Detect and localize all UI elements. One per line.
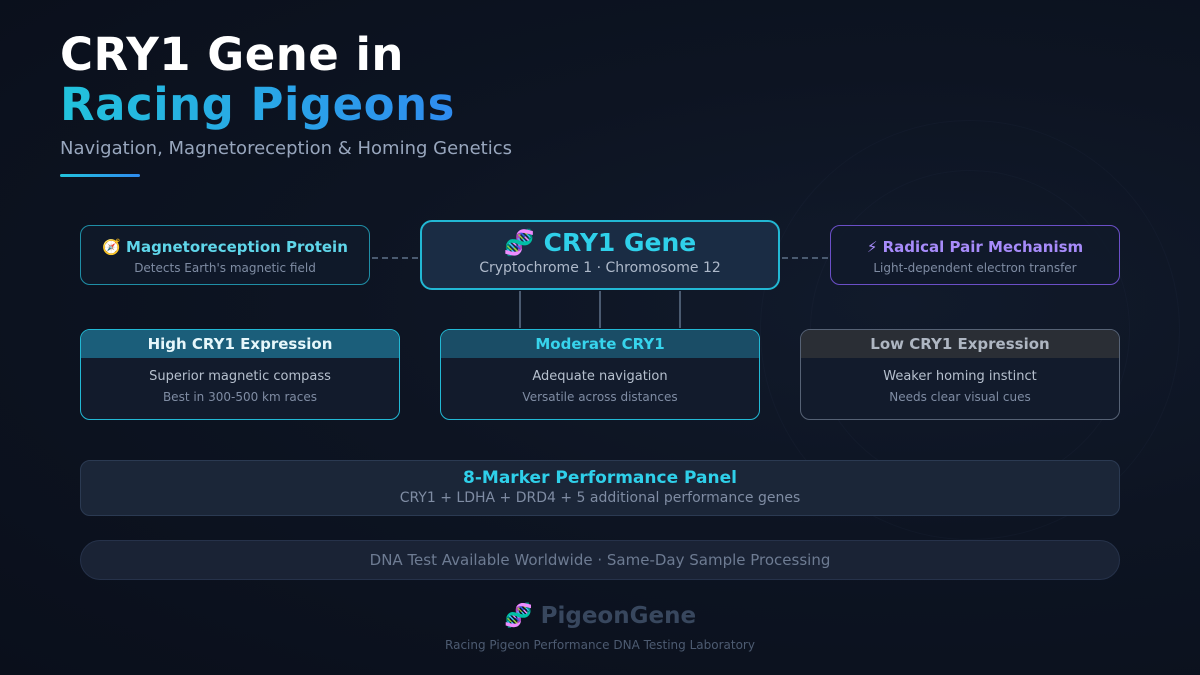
connector-line [519,291,521,328]
card-primary-text: Adequate navigation [532,369,668,384]
magnetoreception-protein-node: 🧭 Magnetoreception Protein Detects Earth… [80,225,370,285]
card-secondary-text: Needs clear visual cues [889,390,1031,404]
title-underline [60,174,140,177]
low-expression-card: Low CRY1 Expression Weaker homing instin… [800,329,1120,420]
node-description: Detects Earth's magnetic field [134,261,316,275]
page-subtitle: Navigation, Magnetoreception & Homing Ge… [60,138,512,159]
card-secondary-text: Versatile across distances [522,390,678,404]
magnetoreception-protein-title: 🧭 Magnetoreception Protein [81,238,369,256]
page-title-line2: Racing Pigeons [60,78,455,131]
node-label: CRY1 Gene [543,228,697,257]
node-label: Magnetoreception Protein [126,238,348,256]
compass-icon: 🧭 [102,238,121,256]
card-header: Moderate CRY1 [441,330,759,358]
performance-panel: 8-Marker Performance Panel CRY1 + LDHA +… [80,460,1120,516]
card-header: High CRY1 Expression [81,330,399,358]
dna-icon: 🧬 [503,603,533,629]
lightning-icon: ⚡ [866,238,878,256]
cry1-gene-title: 🧬 CRY1 Gene [422,228,778,258]
card-header: Low CRY1 Expression [801,330,1119,358]
panel-description: CRY1 + LDHA + DRD4 + 5 additional perfor… [399,490,801,506]
brand-tagline: Racing Pigeon Performance DNA Testing La… [445,638,755,652]
panel-title: 8-Marker Performance Panel [463,468,737,488]
radical-pair-mechanism-node: ⚡ Radical Pair Mechanism Light-dependent… [830,225,1120,285]
card-primary-text: Weaker homing instinct [883,369,1037,384]
cry1-gene-node: 🧬 CRY1 Gene Cryptochrome 1 · Chromosome … [420,220,780,290]
brand-logo: 🧬 PigeonGene [0,602,1200,629]
dna-icon: 🧬 [503,228,535,257]
card-secondary-text: Best in 300-500 km races [162,390,318,404]
availability-banner: DNA Test Available Worldwide · Same-Day … [80,540,1120,580]
connector-line [679,291,681,328]
connector-line [599,291,601,328]
brand-name: PigeonGene [540,603,697,629]
radical-pair-mechanism-title: ⚡ Radical Pair Mechanism [831,238,1119,256]
card-primary-text: Superior magnetic compass [149,369,331,384]
page-title-line1: CRY1 Gene in [60,28,404,81]
connector-dashed-right [782,257,828,259]
moderate-expression-card: Moderate CRY1 Adequate navigation Versat… [440,329,760,420]
node-description: Light-dependent electron transfer [873,261,1077,275]
connector-dashed-left [372,257,418,259]
high-expression-card: High CRY1 Expression Superior magnetic c… [80,329,400,420]
node-label: Radical Pair Mechanism [882,238,1084,256]
node-subtitle: Cryptochrome 1 · Chromosome 12 [479,260,721,276]
